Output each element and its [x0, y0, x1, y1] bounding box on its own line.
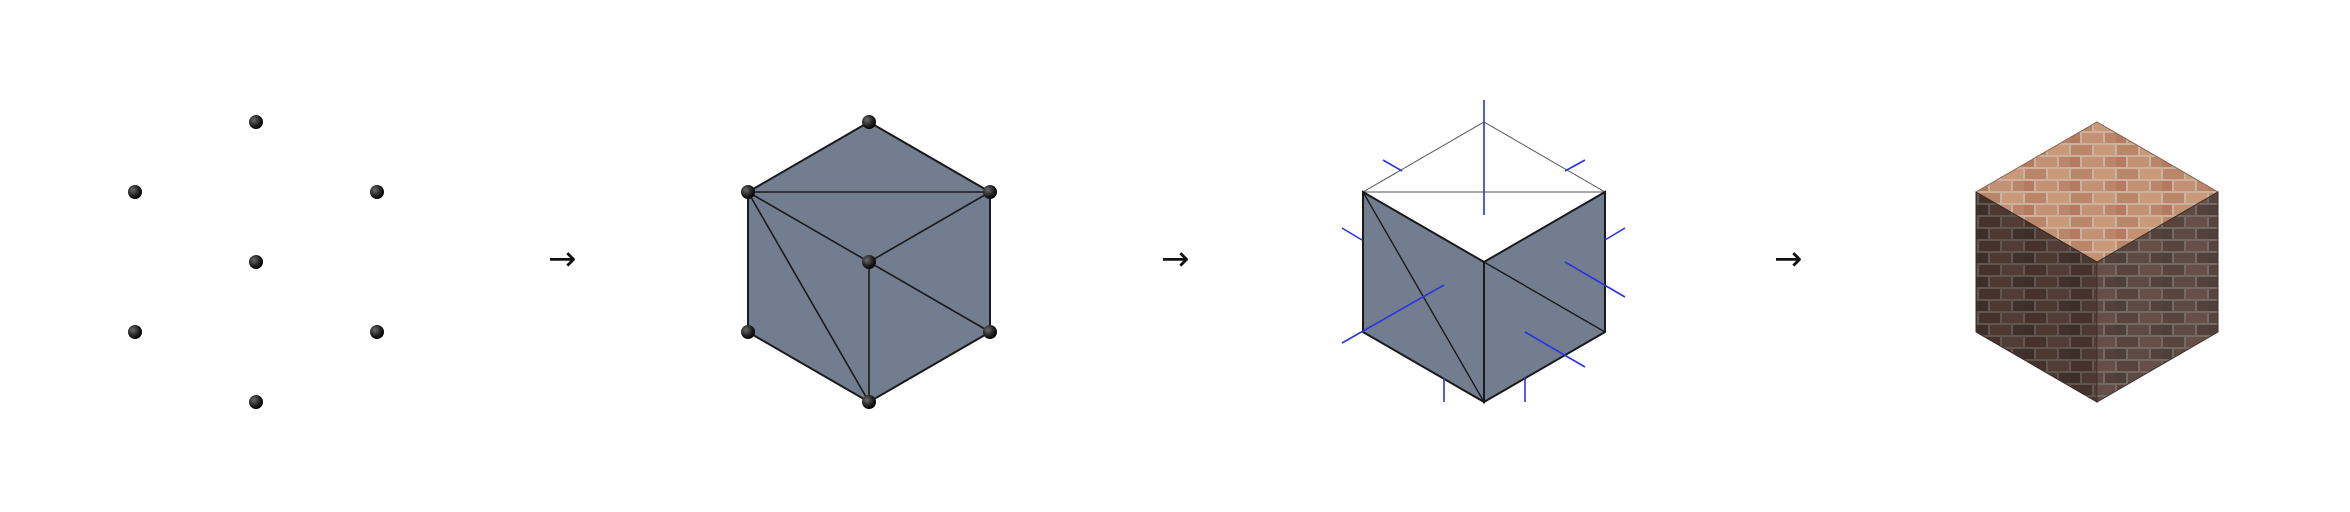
- normal-lines: [1341, 100, 1626, 402]
- vertex-dot-icon: [249, 115, 263, 129]
- arrow-right-icon: →: [1774, 239, 1803, 279]
- vertex-dot-icon: [983, 325, 997, 339]
- vertex-dot-icon: [862, 115, 876, 129]
- vertex-dot-icon: [249, 395, 263, 409]
- stage-triangles: [741, 115, 997, 409]
- vertex-dot-icon: [128, 325, 142, 339]
- vertex-dot-icon: [370, 325, 384, 339]
- vertex-dot-icon: [983, 185, 997, 199]
- arrow-right-icon: →: [1161, 239, 1190, 279]
- vertex-dot-icon: [862, 255, 876, 269]
- stage-rasterization: [1341, 100, 1626, 404]
- vertex-dot-icon: [862, 395, 876, 409]
- stage-textured-cube: [1975, 121, 2219, 403]
- triangle-edges: [747, 191, 991, 403]
- arrow-right-icon: →: [548, 239, 577, 279]
- vertex-dot-icon: [741, 325, 755, 339]
- vertex-dot-icon: [370, 185, 384, 199]
- vertex-dot-icon: [249, 255, 263, 269]
- vertex-dot-icon: [741, 185, 755, 199]
- vertex-dot-icon: [128, 185, 142, 199]
- stage-vertices: [128, 115, 384, 409]
- brick-texture-icon: [1975, 121, 2219, 403]
